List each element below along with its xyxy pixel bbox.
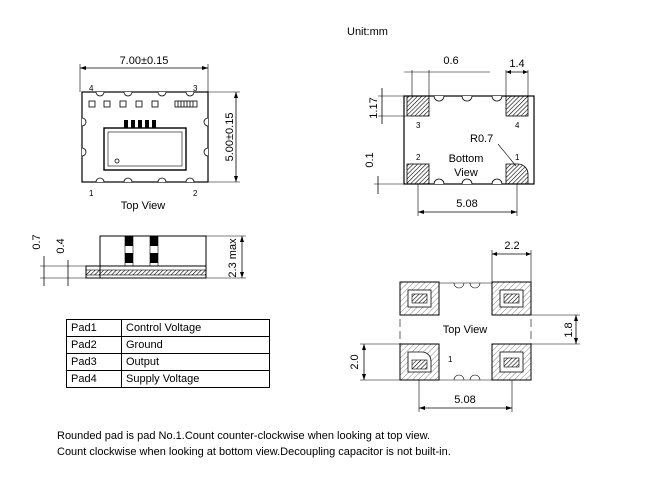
bottom-view-pad-3: [406, 95, 430, 117]
land-pattern-title: Top View: [443, 324, 487, 336]
top-view-ic: [103, 127, 187, 171]
land-pad-bottom-right: [491, 343, 532, 381]
note-line-2: Count clockwise when looking at bottom v…: [57, 446, 451, 458]
land-pattern-gap-dimension: 1.8: [563, 322, 575, 337]
side-view-dimension-b: 0.4: [55, 238, 67, 253]
note-line-1: Rounded pad is pad No.1.Count counter-cl…: [57, 430, 431, 442]
bottom-view-pad-2: [406, 163, 430, 185]
top-view-pad-number: 2: [193, 189, 198, 198]
bottom-view-pad-number: 1: [515, 153, 520, 162]
function-cell: Output: [121, 353, 270, 371]
bottom-view-pad-length-dimension: 1.4: [509, 58, 524, 70]
side-view-dimension-a: 0.7: [31, 234, 43, 249]
bottom-view-gap-dimension: 0.1: [364, 152, 376, 167]
top-view-length-dimension: 7.00±0.15: [120, 55, 169, 67]
land-pattern-pad-number: 1: [448, 355, 453, 364]
function-cell: Ground: [121, 336, 270, 354]
land-pattern-pad-width-dimension: 2.2: [504, 240, 519, 252]
side-view-height-dimension: 2.3 max: [227, 238, 239, 278]
pad-cell: Pad3: [66, 353, 122, 371]
land-pattern-pad-height-dimension: 2.0: [349, 354, 361, 369]
bottom-view-pad-4: [505, 95, 529, 117]
top-view-body: [81, 91, 209, 183]
bottom-view-pad-height-dimension: 1.17: [368, 97, 380, 118]
function-cell: Control Voltage: [121, 319, 270, 337]
table-row: Pad4 Supply Voltage: [66, 370, 270, 388]
table-row: Pad1 Control Voltage: [66, 319, 270, 337]
bottom-view-pad-number: 4: [515, 121, 520, 130]
top-view-title: Top View: [121, 200, 165, 212]
side-view: 0.7 0.4 2.3 max: [31, 234, 246, 286]
land-pad-top-right: [491, 281, 532, 316]
bottom-view-pad-number: 2: [416, 153, 421, 162]
unit-label: Unit:mm: [347, 26, 388, 38]
land-pad-top-left: [399, 281, 440, 316]
pad-function-table: Pad1 Control Voltage Pad2 Ground Pad3 Ou…: [66, 319, 270, 388]
top-view-pad-number: 3: [193, 84, 198, 93]
bottom-view-title: Bottom: [449, 153, 484, 165]
top-view-pad-number: 4: [89, 84, 94, 93]
pad-cell: Pad1: [66, 319, 122, 337]
top-view: 7.00±0.15: [79, 55, 240, 212]
land-pattern: Top View 1 2.2 1.8 2.0 5.08: [349, 240, 580, 412]
table-row: Pad2 Ground: [66, 336, 270, 354]
pad-cell: Pad4: [66, 370, 122, 388]
bottom-view-pad-number: 3: [416, 121, 421, 130]
function-cell: Supply Voltage: [121, 370, 270, 388]
pad-cell: Pad2: [66, 336, 122, 354]
bottom-view-title-line2: View: [454, 167, 478, 179]
land-pattern-pitch-dimension: 5.08: [454, 394, 475, 406]
bottom-view-pitch-dimension: 5.08: [456, 198, 477, 210]
bottom-view-radius-dimension: R0.7: [470, 133, 493, 145]
bottom-view-pad-width-dimension: 0.6: [443, 55, 458, 67]
top-view-pad-number: 1: [89, 189, 94, 198]
table-row: Pad3 Output: [66, 353, 270, 371]
top-view-width-dimension: 5.00±0.15: [224, 113, 236, 162]
bottom-view-pad-1: [505, 163, 529, 185]
land-pad-bottom-left: [399, 343, 440, 381]
bottom-view: 3 4 2 1 Bottom View R0.7 0.6 1.4 1.17 0.…: [364, 55, 535, 216]
